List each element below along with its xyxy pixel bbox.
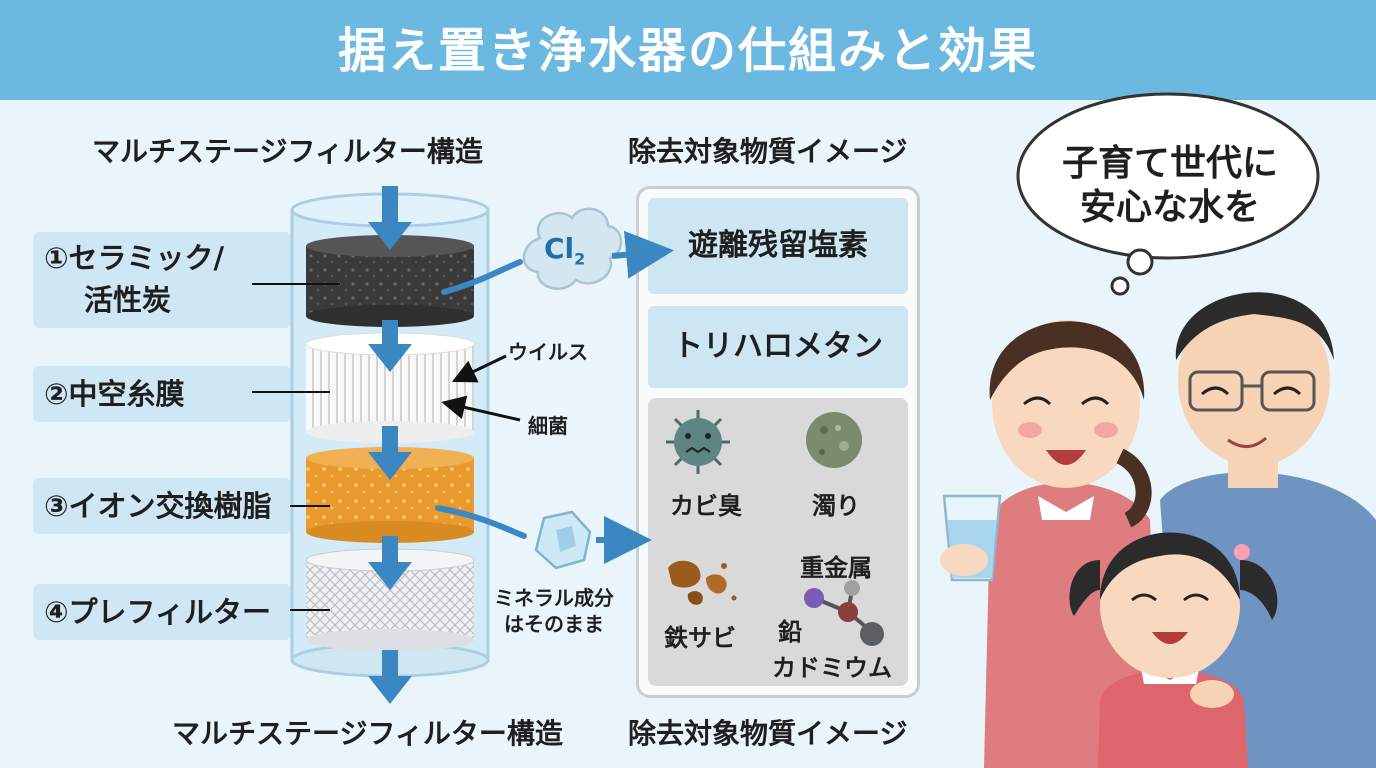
chlorine-flow-arrow bbox=[441, 259, 523, 295]
chlorine-cloud-icon bbox=[522, 207, 623, 290]
stage-2-label: ②中空糸膜 bbox=[44, 377, 185, 411]
chlorine-to-box-arrow bbox=[611, 230, 674, 279]
right-heading: 除去対象物質イメージ bbox=[628, 135, 908, 168]
daughter-figure bbox=[1069, 532, 1278, 768]
trihalomethane-box: トリハロメタン bbox=[648, 306, 908, 388]
stage-3-label-box bbox=[33, 478, 291, 534]
mold-spore-icon bbox=[806, 412, 862, 468]
speech-bubble bbox=[1016, 92, 1320, 296]
molecule-icon bbox=[804, 580, 884, 646]
stage-2-label-box bbox=[33, 366, 291, 422]
down-arrow-icon bbox=[368, 186, 412, 704]
left-heading: マルチステージフィルター構造 bbox=[92, 135, 483, 168]
virus-icon bbox=[666, 410, 730, 474]
mineral-note-line1: ミネラル成分 bbox=[494, 586, 614, 610]
stage-4-label-box bbox=[33, 584, 291, 640]
bottom-left-caption: マルチステージフィルター構造 bbox=[172, 717, 563, 750]
blocking-arrows bbox=[441, 354, 521, 422]
leader-lines bbox=[252, 283, 340, 611]
rust-label: 鉄サビ bbox=[664, 624, 736, 652]
chlorine-subscript: 2 bbox=[574, 249, 586, 269]
rust-flakes-icon bbox=[668, 560, 737, 605]
mineral-crystal-icon bbox=[534, 510, 592, 570]
bottom-right-caption: 除去対象物質イメージ bbox=[628, 717, 908, 750]
chlorine-symbol: Cl2 bbox=[544, 232, 585, 269]
header-banner: 据え置き浄水器の仕組みと効果 bbox=[0, 0, 1376, 100]
stage-4-label: ④プレフィルター bbox=[44, 595, 271, 629]
mineral-note-line2: はそのまま bbox=[504, 612, 604, 636]
trihalomethane-label: トリハロメタン bbox=[673, 329, 883, 364]
free-chlorine-box: 遊離残留塩素 bbox=[648, 198, 908, 294]
carbon-layer bbox=[306, 235, 474, 327]
bubble-line2: 安心な水を bbox=[1080, 187, 1261, 228]
cadmium-label: カドミウム bbox=[772, 654, 892, 682]
stage-3-label: ③イオン交換樹脂 bbox=[44, 489, 272, 523]
bubble-line1: 子育て世代に bbox=[1062, 143, 1279, 184]
free-chlorine-label: 遊離残留塩素 bbox=[688, 228, 868, 263]
stage-1-label-line2: 活性炭 bbox=[84, 283, 172, 317]
water-glass-icon bbox=[940, 494, 1002, 582]
heavy-metals-label: 重金属 bbox=[800, 554, 872, 582]
stage-1-label-line1: ①セラミック/ bbox=[44, 241, 225, 275]
lead-label: 鉛 bbox=[778, 618, 802, 646]
resin-flow-arrow bbox=[435, 505, 527, 539]
stage-1-label-box bbox=[33, 232, 291, 328]
mold-odor-label: カビ臭 bbox=[670, 492, 742, 520]
chlorine-symbol-text: Cl bbox=[544, 232, 575, 265]
virus-target-label: ウイルス bbox=[508, 340, 588, 364]
bacteria-target-label: 細菌 bbox=[528, 414, 568, 438]
turbidity-label: 濁り bbox=[812, 492, 860, 520]
page-title: 据え置き浄水器の仕組みと効果 bbox=[337, 23, 1038, 79]
